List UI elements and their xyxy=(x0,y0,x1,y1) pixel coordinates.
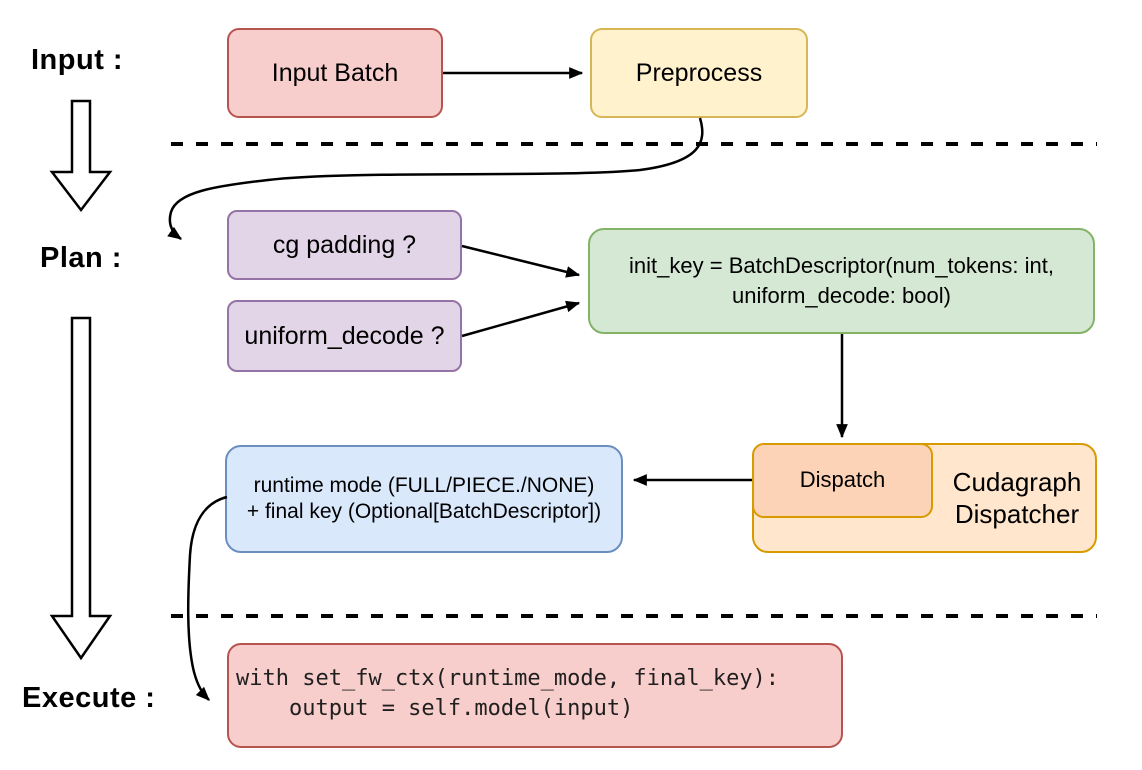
cg-padding-node: cg padding ? xyxy=(227,210,462,280)
init-key-node: init_key = BatchDescriptor(num_tokens: i… xyxy=(588,228,1095,334)
cudagraph-line2: Dispatcher xyxy=(954,499,1080,529)
uniform-decode-node: uniform_decode ? xyxy=(227,300,462,372)
execute-code-line1: with set_fw_ctx(runtime_mode, final_key)… xyxy=(236,666,780,691)
uniform-decode-label: uniform_decode ? xyxy=(244,322,445,350)
init-key-line2: uniform_decode: bool) xyxy=(732,283,951,308)
arrow-cgpadding-to-initkey xyxy=(461,244,581,278)
plan-to-execute-arrow xyxy=(49,316,113,661)
cudagraph-line1: Cudagraph xyxy=(952,467,1082,497)
runtime-mode-line1: runtime mode (FULL/PIECE./NONE) xyxy=(253,474,595,497)
arrow-runtimemode-to-execute xyxy=(186,495,228,701)
arrow-uniformdecode-to-initkey xyxy=(461,300,581,338)
cudagraph-dispatcher-label: Cudagraph Dispatcher xyxy=(935,445,1099,551)
dispatch-node: Dispatch xyxy=(752,443,933,518)
execute-code-line2: output = self.model(input) xyxy=(236,696,634,721)
dispatch-label: Dispatch xyxy=(799,467,886,493)
input-to-plan-arrow xyxy=(49,99,113,213)
plan-stage-label: Plan : xyxy=(40,242,122,274)
cg-padding-label: cg padding ? xyxy=(272,231,417,259)
preprocess-label: Preprocess xyxy=(635,59,763,87)
runtime-mode-line2: + final key (Optional[BatchDescriptor]) xyxy=(246,500,602,523)
input-batch-label: Input Batch xyxy=(271,59,399,87)
execute-stage-label: Execute : xyxy=(22,682,156,714)
preprocess-node: Preprocess xyxy=(590,28,808,118)
input-stage-label: Input : xyxy=(31,44,124,76)
init-key-line1: init_key = BatchDescriptor(num_tokens: i… xyxy=(629,253,1054,278)
execute-code-node: with set_fw_ctx(runtime_mode, final_key)… xyxy=(227,643,843,748)
input-batch-node: Input Batch xyxy=(227,28,443,118)
runtime-mode-node: runtime mode (FULL/PIECE./NONE) + final … xyxy=(225,445,623,553)
